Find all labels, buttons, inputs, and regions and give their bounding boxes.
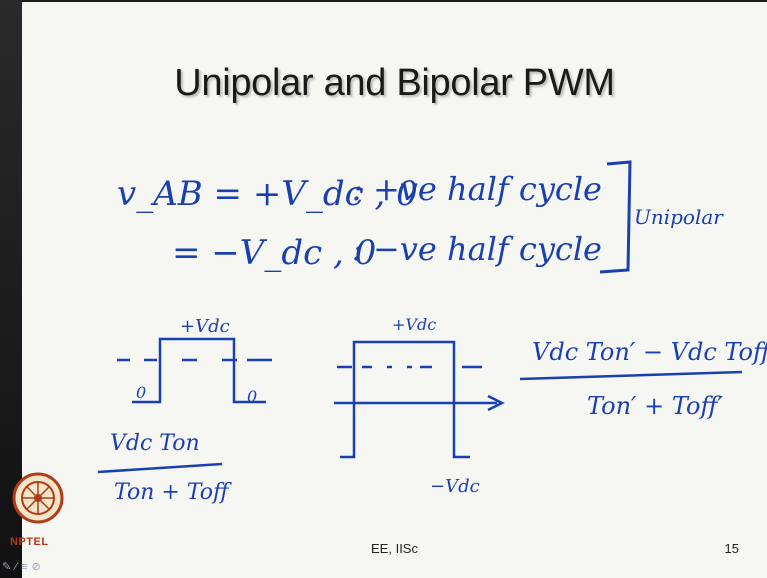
formula1-denominator: Ton + Toff <box>114 480 232 505</box>
annotation-toolbar: ✎∕≡⊘ <box>2 560 122 576</box>
left-edge <box>0 0 22 578</box>
wave1-zero-left: 0 <box>136 383 146 402</box>
handwriting-layer: v_AB = +V_dc , 0 : +ve half cycle = −V_d… <box>97 160 767 505</box>
pen-icon[interactable]: ✎ <box>2 561 16 573</box>
footer-institution: EE, IISc <box>371 541 418 556</box>
wave1-zero-right: 0 <box>247 387 257 406</box>
eq2-lhs: = −V_dc , 0 <box>172 233 376 273</box>
wave1-top-label: +Vdc <box>180 316 230 337</box>
formula2-bar <box>519 370 743 381</box>
wave2-bottom-label: −Vdc <box>430 476 480 497</box>
wave2-top-label: +Vdc <box>392 315 436 334</box>
eq1-rhs: : +ve half cycle <box>352 170 602 208</box>
formula2-numerator: Vdc Ton′ − Vdc Toff′ <box>532 338 767 366</box>
nptel-logo-text: NPTEL <box>10 536 49 548</box>
eraser-icon[interactable]: ∕ <box>15 561 22 573</box>
unipolar-waveform: +Vdc 0 0 <box>117 316 272 406</box>
formula1-numerator: Vdc Ton <box>110 431 200 456</box>
nptel-logo-icon <box>12 472 64 524</box>
page-number: 15 <box>724 541 739 556</box>
arrow-icon[interactable]: ⊘ <box>31 561 45 573</box>
menu-icon[interactable]: ≡ <box>21 561 32 573</box>
bipolar-waveform: +Vdc −Vdc <box>334 315 505 497</box>
formula1-bar <box>97 462 223 474</box>
bracket <box>599 160 632 274</box>
formula2-denominator: Ton′ + Toff′ <box>587 392 723 420</box>
slide: Unipolar and Bipolar PWM v_AB = +V_dc , … <box>22 2 767 578</box>
unipolar-label: Unipolar <box>634 205 724 229</box>
slide-title: Unipolar and Bipolar PWM <box>174 62 615 104</box>
eq2-rhs: : −ve half cycle <box>352 230 602 268</box>
eq1-lhs: v_AB = +V_dc , 0 <box>117 174 418 214</box>
